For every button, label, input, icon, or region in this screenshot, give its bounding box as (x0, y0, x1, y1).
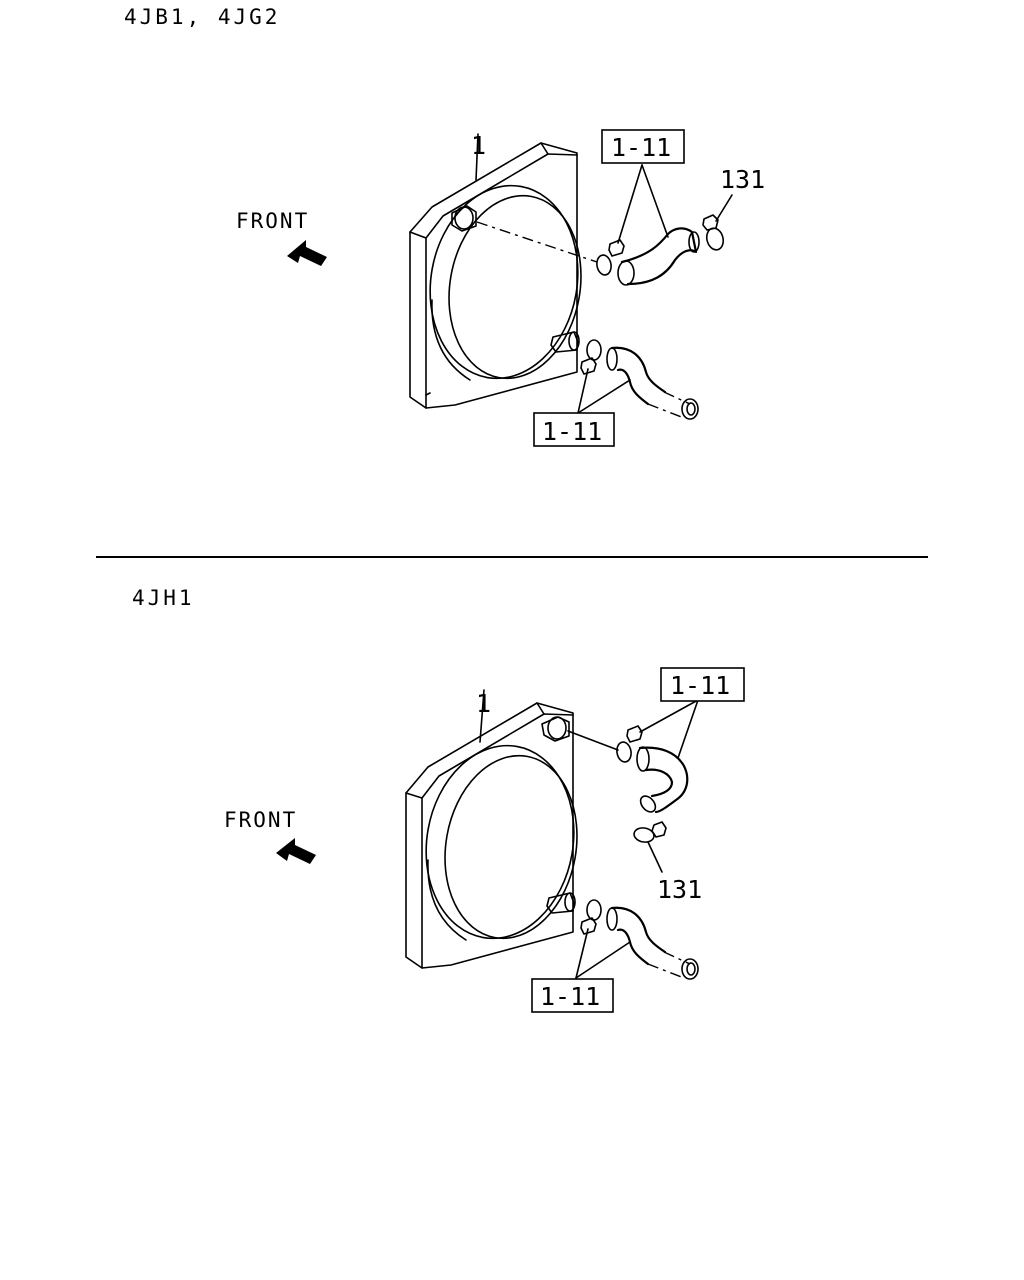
callout-radiator: 1 (476, 689, 491, 718)
hose-clamp-icon (586, 339, 602, 361)
upper-hose-assembly: 131 1-11 (567, 667, 745, 904)
radiator-frame (409, 142, 578, 409)
section-4jh1: 4JH1 FRONT 1 (132, 586, 745, 1013)
clamp-screw-icon (651, 821, 667, 838)
callout-clamp: 131 (720, 165, 765, 194)
hose-clamp-icon (596, 254, 612, 276)
section-4jb1-4jg2: 4JB1, 4JG2 FRONT 1 (124, 5, 765, 447)
front-label: FRONT (224, 808, 297, 832)
clamp-screw-icon (580, 917, 597, 935)
lower-outlet-pipe (546, 892, 575, 914)
hose-end-icon (681, 958, 699, 980)
front-arrow-icon (276, 838, 316, 864)
callout-radiator: 1 (471, 131, 486, 160)
upper-outlet-pipe (541, 716, 570, 742)
callout-clamp: 131 (657, 875, 702, 904)
lower-hose-assembly: 1-11 (533, 339, 699, 447)
callout-upper-hose: 1-11 (670, 671, 730, 700)
upper-hose-assembly: 131 1-11 (476, 129, 765, 286)
clamp-screw-icon (626, 725, 643, 743)
callout-box (660, 667, 745, 702)
clamp-screw-icon (702, 214, 719, 231)
fan-shroud-inner (444, 754, 578, 940)
callout-lower-hose: 1-11 (540, 982, 600, 1011)
lower-outlet-pipe (550, 331, 579, 353)
upper-hose (620, 227, 698, 286)
callout-box (531, 978, 614, 1013)
callout-lower-hose: 1-11 (542, 417, 602, 446)
section-title: 4JB1, 4JG2 (124, 5, 280, 29)
hose-clamp-icon (616, 741, 632, 763)
clamp-screw-icon (580, 357, 597, 375)
section-title: 4JH1 (132, 586, 195, 610)
front-label: FRONT (236, 209, 309, 233)
lower-hose-assembly: 1-11 (531, 899, 699, 1013)
radiator-assembly: 1 (409, 131, 582, 409)
callout-box (533, 412, 615, 447)
lower-hose (610, 346, 667, 406)
fan-shroud-outer (425, 744, 575, 940)
hose-end-icon (681, 398, 699, 420)
hose-clamp-icon (633, 827, 655, 843)
upper-outlet-pipe (451, 205, 477, 232)
front-indicator: FRONT (224, 808, 316, 864)
lower-hose (610, 906, 667, 966)
callout-box (601, 129, 685, 164)
callout-upper-hose: 1-11 (611, 133, 671, 162)
hose-clamp-icon (586, 899, 602, 921)
radiator-frame (405, 702, 574, 969)
front-indicator: FRONT (236, 209, 327, 266)
fan-shroud-inner (448, 194, 582, 380)
front-arrow-icon (287, 240, 327, 266)
radiator-assembly: 1 (405, 689, 578, 969)
clamp-screw-icon (608, 239, 625, 257)
upper-hose (638, 746, 689, 814)
fan-shroud-outer (429, 184, 579, 380)
